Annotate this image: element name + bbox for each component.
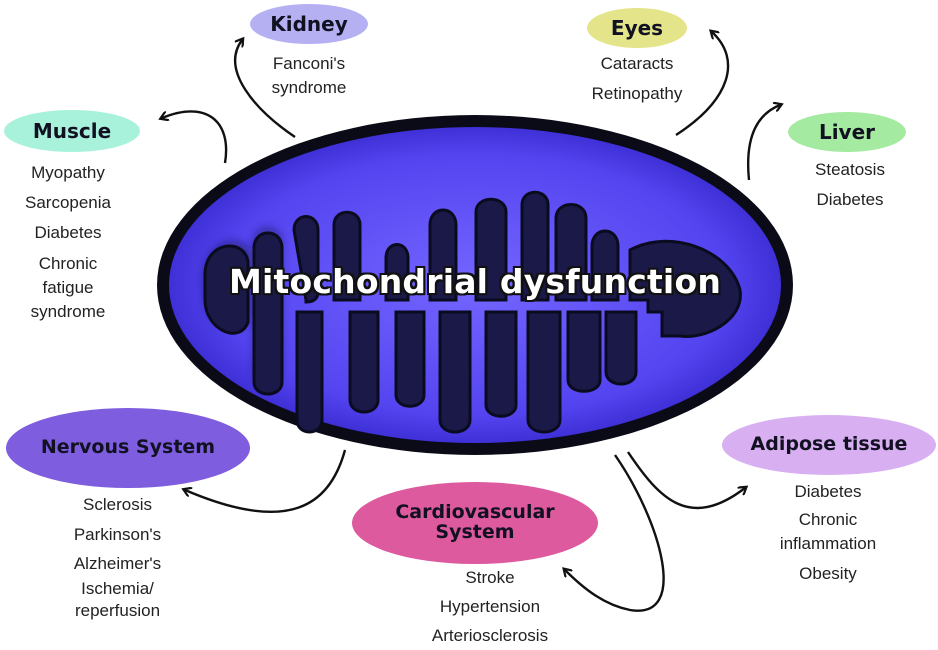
- crista: [295, 310, 324, 434]
- crista: [554, 203, 588, 302]
- muscle-title: Muscle: [32, 118, 112, 143]
- liver-conditions: Steatosis Diabetes: [790, 158, 910, 212]
- organ-label-kidney: Kidney: [250, 4, 368, 44]
- crista: [428, 208, 458, 302]
- kidney-conditions: Fanconi's syndrome: [244, 52, 374, 100]
- arrows: [162, 32, 780, 612]
- adipose-title: Adipose tissue: [750, 433, 908, 456]
- condition: Diabetes: [34, 223, 102, 242]
- crista: [566, 310, 602, 393]
- condition: Chronic: [798, 510, 858, 529]
- organ-label-eyes: Eyes: [587, 8, 687, 48]
- condition: reperfusion: [74, 601, 161, 620]
- organ-label-liver: Liver: [788, 112, 906, 152]
- arrow-to-cardio: [565, 454, 665, 612]
- liver-title: Liver: [818, 119, 876, 144]
- condition: Parkinson's: [73, 525, 162, 544]
- condition: Hypertension: [439, 597, 541, 616]
- crista: [520, 190, 550, 302]
- arrow-to-nervous: [185, 449, 347, 514]
- nervous-conditions: Sclerosis Parkinson's Alzheimer's Ischem…: [55, 490, 180, 622]
- condition: Diabetes: [794, 482, 862, 501]
- crista: [590, 229, 620, 302]
- condition: Stroke: [465, 568, 515, 587]
- crista: [394, 310, 426, 408]
- crista: [484, 310, 518, 418]
- cardio-title-line1: Cardiovascular: [395, 501, 555, 524]
- arrow-to-eyes: [675, 32, 730, 137]
- condition: Chronic: [38, 254, 98, 273]
- condition: Obesity: [799, 564, 857, 583]
- condition: syndrome: [30, 302, 106, 321]
- kidney-title: Kidney: [270, 11, 348, 36]
- crista: [384, 243, 410, 302]
- crista: [474, 197, 508, 302]
- organ-label-cardiovascular: Cardiovascular System: [352, 482, 598, 564]
- crista: [604, 310, 638, 386]
- condition: Ischemia/: [81, 579, 154, 598]
- crista: [332, 210, 362, 302]
- organ-label-muscle: Muscle: [4, 110, 140, 152]
- condition: Steatosis: [815, 160, 885, 179]
- mitochondrion: [157, 115, 793, 455]
- cristae: [203, 190, 742, 434]
- organ-label-nervous-system: Nervous System: [6, 408, 250, 488]
- condition: Sarcopenia: [24, 193, 111, 212]
- crista: [348, 310, 380, 414]
- condition: Retinopathy: [591, 84, 683, 103]
- condition: Sclerosis: [83, 495, 152, 514]
- crista: [292, 215, 320, 304]
- adipose-conditions: Diabetes Chronic inflammation Obesity: [768, 478, 888, 586]
- condition: fatigue: [42, 278, 94, 297]
- cardio-conditions: Stroke Hypertension Arteriosclerosis: [405, 563, 575, 650]
- nervous-title: Nervous System: [40, 436, 216, 459]
- arrow-to-kidney: [234, 40, 296, 138]
- condition: Diabetes: [816, 190, 884, 209]
- diagram-title: Mitochondrial dysfunction: [228, 262, 722, 301]
- arrow-to-liver: [747, 105, 780, 181]
- crista: [203, 244, 250, 335]
- condition: syndrome: [271, 78, 347, 97]
- crista: [252, 231, 284, 396]
- arrow-to-muscle: [162, 110, 228, 164]
- organ-label-adipose-tissue: Adipose tissue: [722, 415, 936, 475]
- condition: inflammation: [779, 534, 877, 553]
- condition: Alzheimer's: [73, 554, 162, 573]
- condition: Fanconi's: [272, 54, 346, 73]
- crista: [526, 310, 562, 434]
- cardio-title-line2: System: [435, 521, 515, 543]
- crista: [438, 310, 472, 434]
- crista: [628, 239, 742, 339]
- condition: Myopathy: [31, 163, 105, 182]
- eyes-conditions: Cataracts Retinopathy: [572, 52, 702, 106]
- muscle-conditions: Myopathy Sarcopenia Diabetes Chronic fat…: [8, 158, 128, 324]
- arrow-to-adipose: [627, 451, 745, 510]
- condition: Cataracts: [600, 54, 674, 73]
- condition: Arteriosclerosis: [431, 626, 549, 645]
- eyes-title: Eyes: [610, 15, 664, 40]
